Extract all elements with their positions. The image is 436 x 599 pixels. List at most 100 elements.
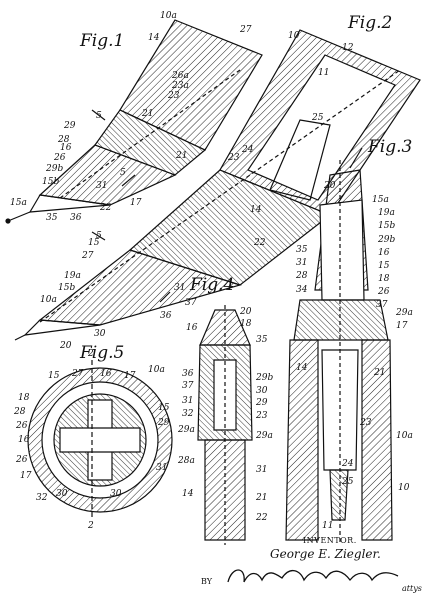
fig4-ref: 29 bbox=[255, 398, 268, 408]
fig3-ref: 10 bbox=[398, 483, 410, 493]
fig1-feed-line bbox=[7, 211, 31, 222]
fig2-point-line bbox=[14, 334, 26, 341]
fig1-axis bbox=[59, 69, 241, 199]
fig4-ref: 14 bbox=[182, 489, 194, 499]
fig5-ref: 29 bbox=[157, 418, 170, 428]
fig5-ref: 17 bbox=[124, 371, 136, 381]
fig2-ref: 23 bbox=[227, 153, 240, 163]
fig1-ref: 15b bbox=[42, 177, 59, 187]
fig4-core bbox=[213, 359, 237, 431]
fig2-ref: 25 bbox=[311, 113, 324, 123]
fig1-ref: 21 bbox=[141, 109, 153, 119]
fig3-ref: 23 bbox=[359, 418, 372, 428]
fig5-ref: 2 bbox=[87, 521, 94, 531]
fig5-ref: 26 bbox=[15, 421, 28, 431]
fig2-ink-sac bbox=[269, 119, 331, 201]
fig1-ref: 23 bbox=[167, 91, 180, 101]
fig3-ref: 20 bbox=[323, 181, 336, 191]
figure-5-drawing bbox=[27, 360, 173, 520]
fig4-ref: 29a bbox=[255, 431, 273, 441]
fig1-ref: 29 bbox=[63, 121, 76, 131]
fig2-ref: 15 bbox=[88, 238, 100, 248]
fig3-ref: 17 bbox=[396, 321, 408, 331]
fig1-ref: 35 bbox=[46, 213, 58, 223]
by-label: BY bbox=[201, 577, 213, 586]
figure-1-drawing bbox=[5, 19, 263, 224]
fig5-ref: 32 bbox=[36, 493, 48, 503]
fig2-ref: 10 bbox=[288, 31, 300, 41]
fig3-ref: 19a bbox=[378, 208, 395, 218]
fig4-ref: 32 bbox=[182, 409, 194, 419]
fig5-ref: 17 bbox=[20, 471, 32, 481]
fig2-ref: 22 bbox=[253, 238, 266, 248]
fig2-ref: 19a bbox=[64, 271, 81, 281]
fig1-ref: 27 bbox=[239, 25, 252, 35]
fig1-ref: 10a bbox=[160, 11, 177, 21]
fig5-ref: 15 bbox=[48, 371, 60, 381]
fig5-ref: 16 bbox=[100, 369, 112, 379]
fig3-ref: 18 bbox=[378, 274, 390, 284]
fig2-ref: 21 bbox=[175, 151, 187, 161]
inventor-caption: INVENTOR. bbox=[303, 536, 357, 545]
fig2-ref: 27 bbox=[81, 251, 94, 261]
fig2-ref: 10a bbox=[40, 295, 57, 305]
fig5-ref: 30 bbox=[56, 489, 68, 499]
fig4-ref: 31 bbox=[182, 396, 193, 406]
fig3-ref: 29a bbox=[395, 308, 413, 318]
fig2-ref: 24 bbox=[241, 145, 254, 155]
fig2-ref: 20 bbox=[59, 341, 72, 351]
fig3-ref: 34 bbox=[296, 285, 308, 295]
fig3-ref: 11 bbox=[322, 521, 333, 531]
fig3-ref: 29b bbox=[377, 235, 395, 245]
fig3-lever bbox=[329, 469, 349, 521]
fig3-ref: 21 bbox=[373, 368, 385, 378]
fig2-axis bbox=[39, 69, 401, 323]
fig1-ref: 5 bbox=[96, 111, 102, 121]
fig5-cross-horizontal bbox=[59, 427, 141, 453]
fig3-label: Fig.3 bbox=[367, 137, 412, 157]
fig2-ref: 11 bbox=[318, 68, 329, 78]
fig3-ref: 31 bbox=[296, 258, 307, 268]
fig2-section-arrow-b bbox=[159, 291, 171, 303]
fig3-ref: 14 bbox=[296, 363, 308, 373]
fig1-ref: 22 bbox=[99, 203, 112, 213]
fig2-ref: 30 bbox=[94, 329, 106, 339]
fig4-ref: 21 bbox=[255, 493, 267, 503]
fig1-ref: 14 bbox=[148, 33, 160, 43]
fig4-ref: 20 bbox=[239, 307, 252, 317]
fig1-ref: 28 bbox=[57, 135, 70, 145]
fig5-ref: 10a bbox=[148, 365, 165, 375]
fig4-ref: 30 bbox=[256, 386, 268, 396]
fig5-ref: 26 bbox=[15, 455, 28, 465]
fig3-section-collar bbox=[293, 299, 389, 341]
fig4-ref: 37 bbox=[182, 381, 194, 391]
fig5-label: Fig.5 bbox=[79, 343, 124, 363]
fig2-ref: 15b bbox=[58, 283, 75, 293]
fig1-nib-tip bbox=[28, 194, 111, 213]
fig3-feed bbox=[319, 199, 365, 301]
fig3-ref: 37 bbox=[376, 300, 388, 310]
attorney-signature bbox=[227, 569, 399, 583]
inventor-name: George E. Ziegler. bbox=[270, 547, 381, 561]
fig1-ref: 15a bbox=[10, 198, 27, 208]
fig3-ref: 10a bbox=[396, 431, 413, 441]
fig3-barrel-right bbox=[361, 339, 393, 541]
fig3-inner-sac bbox=[321, 349, 359, 471]
fig1-ref: 31 bbox=[96, 181, 107, 191]
figure-2-drawing bbox=[14, 29, 421, 341]
fig4-ref: 23 bbox=[255, 411, 268, 421]
fig3-ref: 15a bbox=[372, 195, 389, 205]
fig5-ref: 15 bbox=[158, 403, 170, 413]
fig4-label: Fig.4 bbox=[189, 275, 234, 295]
fig5-ref: 27 bbox=[71, 369, 84, 379]
fig3-ref: 24 bbox=[341, 459, 354, 469]
fig1-ref: 23a bbox=[171, 81, 189, 91]
fig4-ref: 29b bbox=[255, 373, 273, 383]
fig2-ref: 5 bbox=[96, 231, 102, 241]
fig1-ref: 26 bbox=[53, 153, 66, 163]
fig1-ref: 29b bbox=[45, 164, 63, 174]
fig5-ref: 16 bbox=[18, 435, 30, 445]
fig5-ref: 18 bbox=[18, 393, 30, 403]
fig4-ref: 29a bbox=[177, 425, 195, 435]
fig3-ref: 35 bbox=[296, 245, 308, 255]
